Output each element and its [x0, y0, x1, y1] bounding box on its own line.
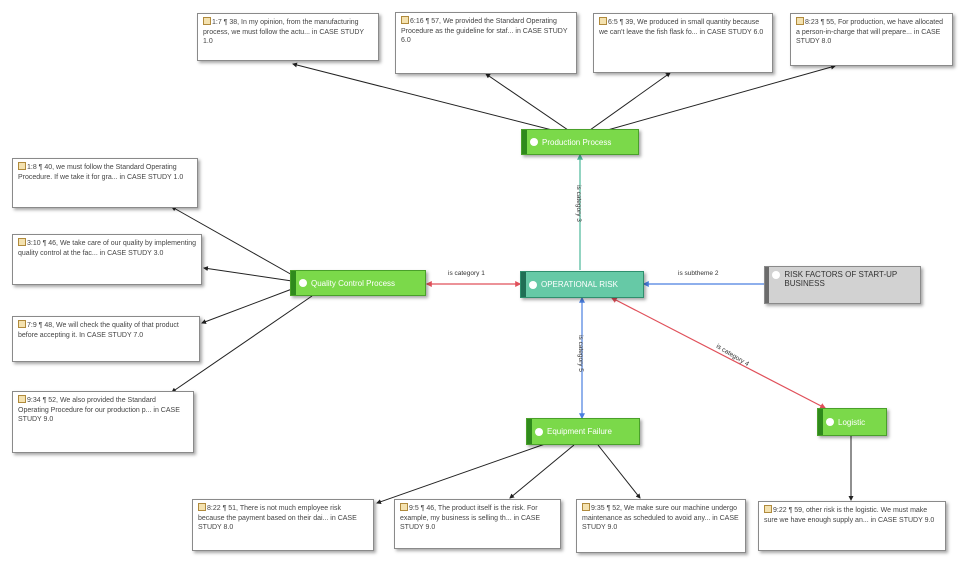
quote-node[interactable]: 6:5 ¶ 39, We produced in small quantity … — [593, 13, 773, 73]
quote-text: 6:16 ¶ 57, We provided the Standard Oper… — [401, 18, 568, 44]
edge-label-category-5: is category 5 — [576, 335, 584, 372]
quote-text: 3:10 ¶ 46, We take care of our quality b… — [18, 240, 196, 257]
quotation-icon — [764, 505, 772, 513]
edge-quality-q8 — [171, 295, 313, 393]
quote-text: 1:7 ¶ 38, In my opinion, from the manufa… — [203, 19, 364, 45]
edge-equipment-q10 — [509, 444, 575, 499]
quotation-icon — [400, 503, 408, 511]
node-operational-risk[interactable]: OPERATIONAL RISK — [520, 271, 644, 298]
quote-text: 9:35 ¶ 52, We make sure our machine unde… — [582, 505, 739, 531]
quote-node[interactable]: 9:22 ¶ 59, other risk is the logistic. W… — [758, 501, 946, 551]
node-quality-control-process[interactable]: Quality Control Process — [290, 270, 426, 296]
edge-production-q2 — [485, 73, 569, 131]
quote-text: 7:9 ¶ 48, We will check the quality of t… — [18, 322, 179, 339]
edge-label-category-1: is category 1 — [448, 270, 485, 277]
quote-text: 8:22 ¶ 51, There is not much employee ri… — [198, 505, 357, 531]
edge-production-q3 — [589, 72, 671, 131]
node-label: Equipment Failure — [547, 427, 612, 436]
node-color-bar — [521, 272, 526, 297]
node-production-process[interactable]: Production Process — [521, 129, 639, 155]
node-color-bar — [818, 409, 823, 435]
node-label: Production Process — [542, 137, 612, 147]
quote-text: 9:22 ¶ 59, other risk is the logistic. W… — [764, 507, 935, 524]
quote-node[interactable]: 1:7 ¶ 38, In my opinion, from the manufa… — [197, 13, 379, 61]
quote-text: 1:8 ¶ 40, we must follow the Standard Op… — [18, 164, 184, 181]
quotation-icon — [198, 503, 206, 511]
quotation-icon — [599, 17, 607, 25]
quote-node[interactable]: 8:22 ¶ 51, There is not much employee ri… — [192, 499, 374, 551]
quote-text: 8:23 ¶ 55, For production, we have alloc… — [796, 19, 944, 45]
node-label: Quality Control Process — [311, 278, 396, 288]
edge-quality-q6 — [203, 266, 293, 282]
quote-node[interactable]: 9:5 ¶ 46, The product itself is the risk… — [394, 499, 561, 549]
edge-production-q1 — [292, 62, 557, 132]
node-circle-icon — [529, 280, 537, 289]
quotation-icon — [18, 395, 26, 403]
quotation-icon — [18, 238, 26, 246]
node-color-bar — [527, 419, 532, 444]
quote-node[interactable]: 9:34 ¶ 52, We also provided the Standard… — [12, 391, 194, 453]
node-color-bar — [291, 271, 296, 295]
node-logistic[interactable]: Logistic — [817, 408, 887, 436]
quote-text: 6:5 ¶ 39, We produced in small quantity … — [599, 19, 764, 36]
quote-node[interactable]: 9:35 ¶ 52, We make sure our machine unde… — [576, 499, 746, 553]
node-equipment-failure[interactable]: Equipment Failure — [526, 418, 640, 445]
edge-label-category-3: is category 3 — [574, 185, 582, 222]
node-circle-icon — [826, 418, 834, 426]
edge-equipment-q9 — [376, 443, 546, 505]
quote-node[interactable]: 7:9 ¶ 48, We will check the quality of t… — [12, 316, 200, 362]
quotation-icon — [796, 17, 804, 25]
quote-node[interactable]: 8:23 ¶ 55, For production, we have alloc… — [790, 13, 953, 66]
edge-quality-q7 — [201, 288, 293, 324]
node-label: Logistic — [838, 417, 866, 427]
node-color-bar — [522, 130, 527, 154]
quote-node[interactable]: 6:16 ¶ 57, We provided the Standard Oper… — [395, 12, 577, 74]
edge-central-logistic — [610, 297, 827, 409]
quotation-icon — [18, 162, 26, 170]
node-circle-icon — [772, 271, 781, 279]
quotation-icon — [401, 16, 409, 24]
quote-node[interactable]: 1:8 ¶ 40, we must follow the Standard Op… — [12, 158, 198, 208]
quotation-icon — [582, 503, 590, 511]
node-risk-factors[interactable]: RISK FACTORS OF START-UP BUSINESS — [764, 266, 921, 304]
node-circle-icon — [299, 279, 307, 287]
quote-text: 9:5 ¶ 46, The product itself is the risk… — [400, 505, 541, 531]
edge-production-q4 — [603, 64, 836, 132]
quotation-icon — [203, 17, 211, 25]
quotation-icon — [18, 320, 26, 328]
edge-equipment-q11 — [597, 444, 641, 499]
node-circle-icon — [530, 138, 538, 146]
edge-quality-q5 — [171, 206, 295, 277]
node-label: OPERATIONAL RISK — [541, 280, 618, 289]
quote-text: 9:34 ¶ 52, We also provided the Standard… — [18, 397, 180, 423]
quote-node[interactable]: 3:10 ¶ 46, We take care of our quality b… — [12, 234, 202, 285]
edge-label-subtheme-2: is subtheme 2 — [678, 270, 719, 277]
node-color-bar — [765, 267, 770, 303]
node-circle-icon — [535, 427, 543, 436]
node-label: RISK FACTORS OF START-UP BUSINESS — [784, 270, 898, 288]
